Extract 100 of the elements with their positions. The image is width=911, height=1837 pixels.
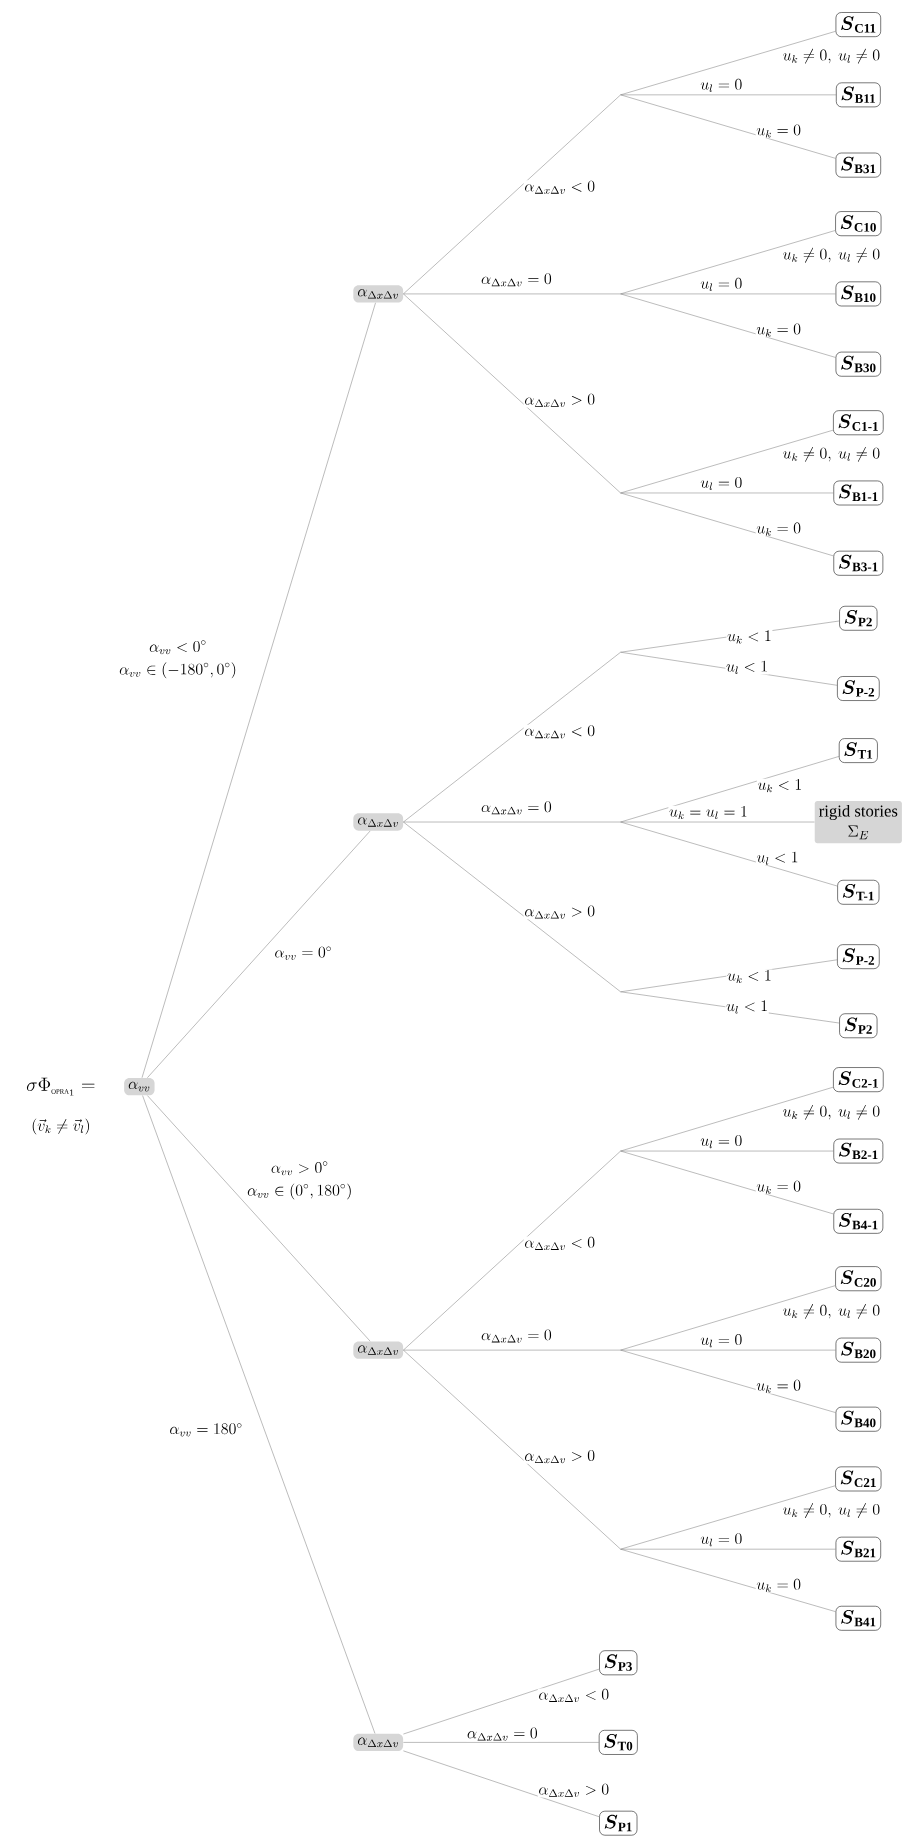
edge-label: $\alpha_{vv} = 0^\circ$ [273,945,333,961]
branch-line [620,1285,836,1351]
condition-label: $\alpha_{\Delta x\Delta v} = 0$ [480,272,553,287]
edge-label: $u_k = 0$ [755,1578,802,1593]
edge-label: $u_k = 0$ [755,124,802,139]
branch-line [620,230,836,295]
branch-line [620,1548,836,1612]
branch-line [620,293,836,358]
branch-line [620,1086,834,1152]
state-box: $\boldsymbol{S}_{\textbf{B4-1}}$ [833,1209,884,1234]
state-box: $\boldsymbol{S}_{\textbf{C11}}$ [835,12,881,37]
state-box: $\boldsymbol{S}_{\textbf{T-1}}$ [837,879,880,905]
edge-label: $\begin{gathered}\alpha_{vv} < 0^\circ\\ \alpha_{vv} \in (-180^\circ, 0^\circ)\end{gathered}$ [118,637,238,681]
condition-box: $\alpha_{\Delta x\Delta v}$ [353,1341,404,1359]
branch-line [620,1150,834,1215]
state-box: $\boldsymbol{S}_{\textbf{B41}}$ [835,1605,881,1631]
state-box: $\boldsymbol{S}_{\textbf{P3}}$ [599,1650,638,1676]
edge-label: $u_k \neq 0,\ u_l \neq 0$ [781,247,881,264]
condition-label: $\alpha_{\Delta x\Delta v} = 0$ [480,1329,553,1344]
edge-label: $u_l = 0$ [699,277,743,292]
branch-line [403,1742,600,1743]
edge-label: $u_k \neq 0,\ u_l \neq 0$ [781,1104,881,1121]
edge-label: $u_l = 0$ [699,78,743,93]
branch-line [403,1150,621,1351]
branch-line [142,1095,376,1734]
state-box: $\boldsymbol{S}_{\textbf{P-2}}$ [837,676,880,701]
branch-line [147,830,371,1078]
state-box: $\boldsymbol{S}_{\textbf{B11}}$ [836,82,881,108]
branch-line [403,1349,621,1351]
edge-label: $u_l = 0$ [699,1134,743,1149]
state-box: $\boldsymbol{S}_{\textbf{P-2}}$ [837,944,880,969]
branch-line [403,1750,600,1818]
branch-line [620,429,834,494]
branch-line [620,756,840,823]
edge-label: $\alpha_{\Delta x\Delta v} < 0$ [537,1688,610,1703]
result-box: rigid stories $\Sigma_E$ [814,800,902,844]
branch-line [403,821,621,823]
edge-label: $u_k < 1$ [726,969,773,984]
state-box: $\boldsymbol{S}_{\textbf{T1}}$ [838,738,878,763]
branch-line [403,821,621,993]
condition-label: $\alpha_{\Delta x\Delta v} = 0$ [480,800,553,815]
branch-line [403,1668,600,1735]
edge-label: $u_k \neq 0,\ u_l \neq 0$ [781,48,881,64]
branch-line [620,821,815,823]
edge-label: $u_k < 1$ [726,630,773,645]
edge-label: $u_l < 1$ [755,851,800,866]
branch-line [620,31,836,96]
condition-label: $\alpha_{\Delta x\Delta v} > 0$ [523,1449,596,1464]
edge-label: $u_k = 0$ [755,1379,802,1394]
edge-label: $u_k = 0$ [755,1180,802,1195]
condition-label: $\alpha_{\Delta x\Delta v} > 0$ [523,393,596,408]
edge-label: $u_k = 0$ [755,323,802,338]
branch-line [620,1349,836,1413]
condition-label: $\alpha_{\Delta x\Delta v} > 0$ [523,905,596,920]
state-box: $\boldsymbol{S}_{\textbf{B10}}$ [835,281,881,307]
branch-line [620,293,836,295]
formula: $(\vec{v}_k \neq \vec{v}_l)$ [32,1118,90,1135]
branch-line [620,821,838,887]
state-box: $\boldsymbol{S}_{\textbf{B21}}$ [835,1536,881,1562]
branch-line [141,302,376,1078]
branch-line [620,1150,834,1152]
state-box: $\boldsymbol{S}_{\textbf{B3-1}}$ [833,550,884,576]
branch-line [620,94,837,96]
condition-label: $\alpha_{\Delta x\Delta v} < 0$ [523,724,596,739]
formula: $\sigma\Phi_{\text{\tiny OPRA}_1} =$ [26,1077,95,1096]
condition-box: $\alpha_{\Delta x\Delta v}$ [353,1733,404,1752]
condition-label: $\alpha_{\Delta x\Delta v} < 0$ [523,180,596,195]
edge-label: $u_l = 0$ [699,1333,743,1348]
edge-label: $\alpha_{\Delta x\Delta v} > 0$ [537,1783,610,1798]
condition-box: $\alpha_{\Delta x\Delta v}$ [353,813,404,831]
condition-label: $\alpha_{\Delta x\Delta v} < 0$ [523,1236,596,1251]
edge-label: $u_l < 1$ [725,1000,769,1015]
state-box: $\boldsymbol{S}_{\textbf{B40}}$ [835,1406,881,1432]
branch-line [620,1485,836,1550]
state-box: $\boldsymbol{S}_{\textbf{B30}}$ [835,351,881,377]
branch-line [403,293,621,295]
branch-line [403,651,621,823]
edge-label: $\begin{gathered}\alpha_{vv} > 0^\circ\\ \alpha_{vv} \in (0^\circ, 180^\circ)\end{gathered}$ [246,1159,354,1202]
edge-label: $u_k < 1$ [756,778,803,793]
state-box: $\boldsymbol{S}_{\textbf{C10}}$ [835,211,882,236]
edge-label: $u_k = 0$ [755,522,802,537]
edge-label: $\alpha_{vv} = 180^\circ$ [168,1422,244,1437]
branch-line [620,1349,836,1351]
condition-box: $\alpha_{vv}$ [124,1078,155,1096]
state-box: $\boldsymbol{S}_{\textbf{C20}}$ [835,1266,882,1292]
state-box: $\boldsymbol{S}_{\textbf{P1}}$ [599,1810,638,1836]
state-box: $\boldsymbol{S}_{\textbf{B2-1}}$ [833,1138,884,1164]
edge-label: $u_k = u_l = 1$ [668,805,749,820]
state-box: $\boldsymbol{S}_{\textbf{C1-1}}$ [833,410,884,436]
branch-line [620,492,834,557]
state-box: $\boldsymbol{S}_{\textbf{T0}}$ [598,1730,638,1755]
branch-line [620,94,836,159]
branch-line [147,1095,371,1342]
branch-line [620,492,834,494]
edge-label: $u_l = 0$ [699,1532,743,1547]
branch-line [403,1349,621,1550]
edge-label: $u_k \neq 0,\ u_l \neq 0$ [781,1502,881,1519]
state-box: $\boldsymbol{S}_{\textbf{P2}}$ [839,1013,878,1039]
edge-label: $u_k \neq 0,\ u_l \neq 0$ [781,446,881,463]
state-box: $\boldsymbol{S}_{\textbf{C21}}$ [835,1466,882,1492]
